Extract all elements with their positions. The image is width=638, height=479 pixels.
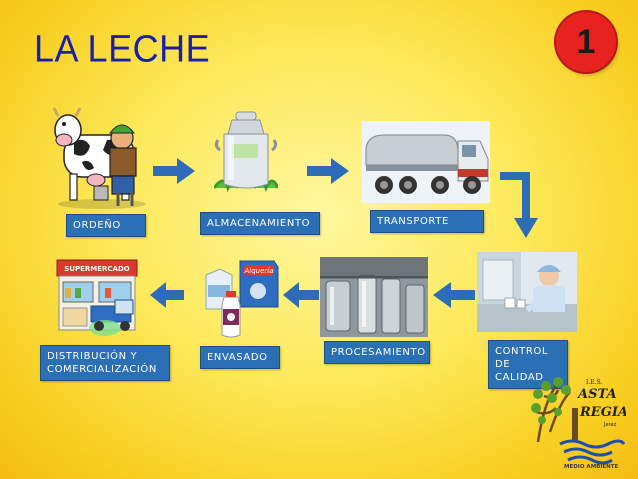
logo-caption: MEDIO AMBIENTE [564,464,619,470]
step-label-procesamiento: PROCESAMIENTO [324,341,430,364]
logo-line2: ASTA [576,387,617,402]
step-label-ordeno: ORDEÑO [66,214,146,237]
tanker-truck-icon [362,121,490,203]
arrow-down-icon [500,172,538,238]
step-label-distribucion: DISTRIBUCIÓN Y COMERCIALIZACIÓN [40,345,170,381]
arrow-left-icon [433,282,475,308]
logo-line4: Jerez [603,422,617,428]
arrow-right-icon [153,158,195,184]
arrow-left-icon [283,282,319,308]
supermarket-sign-text: SUPERMERCADO [64,265,130,273]
school-logo-icon: I.E.S. ASTA REGIA Jerez MEDIO AMBIENTE [531,377,626,470]
supermarket-icon: SUPERMERCADO [56,259,138,336]
slide-title: LA LECHE [34,26,211,70]
step-label-envasado: ENVASADO [200,346,280,369]
package-brand-text: Alquería [243,267,273,275]
processing-tanks-icon [320,257,428,337]
slide-number-badge: 1 [556,12,616,72]
logo-line1: I.E.S. [586,379,602,386]
milk-packages-icon: Alquería [205,260,279,338]
logo-line3: REGIA [579,405,626,420]
step-label-almacenamiento: ALMACENAMIENTO [200,212,320,235]
arrow-right-icon [307,158,349,184]
laboratory-icon [477,252,577,332]
cow-milking-icon [52,107,146,209]
arrow-left-icon [150,282,184,308]
milk-can-icon [214,111,278,193]
step-label-transporte: TRANSPORTE [370,210,484,233]
